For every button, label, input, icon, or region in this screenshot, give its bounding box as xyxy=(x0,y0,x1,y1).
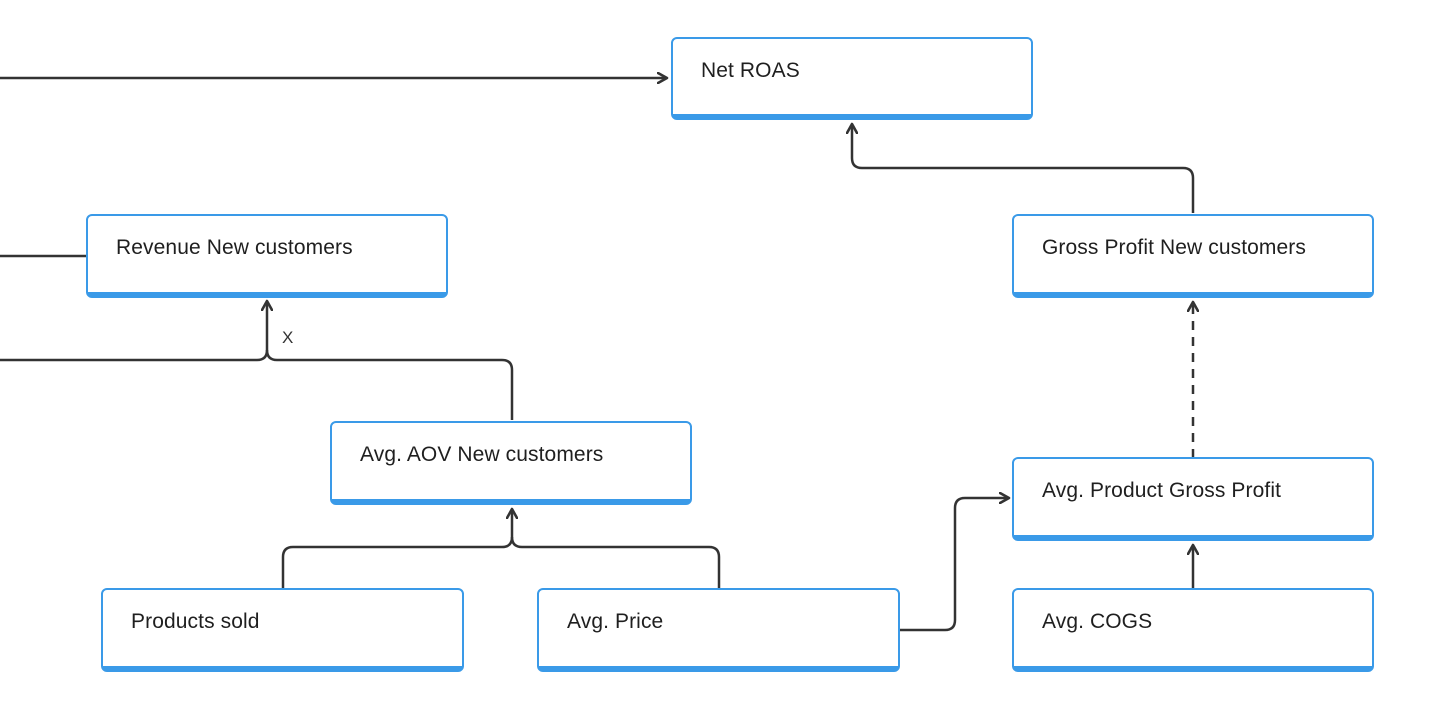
connector-aov-to-revenue xyxy=(265,349,514,420)
node-avg-product-gross-profit[interactable]: Avg. Product Gross Profit xyxy=(1012,457,1374,541)
node-net-roas[interactable]: Net ROAS xyxy=(671,37,1033,120)
connector-gross-profit-to-net-roas xyxy=(852,125,1195,213)
node-label: Net ROAS xyxy=(701,59,800,82)
node-label: Revenue New customers xyxy=(116,236,353,259)
node-avg-price[interactable]: Avg. Price xyxy=(537,588,900,672)
node-label: Avg. COGS xyxy=(1042,610,1153,633)
connector-products-sold-to-aov xyxy=(281,510,512,588)
node-label: Products sold xyxy=(131,610,260,633)
node-gross-profit-new-customers[interactable]: Gross Profit New customers xyxy=(1012,214,1374,298)
connector-left-multiply-to-revenue xyxy=(0,302,267,362)
node-label: Avg. Price xyxy=(567,610,664,633)
multiply-label: X xyxy=(282,328,294,347)
node-products-sold[interactable]: Products sold xyxy=(101,588,464,672)
connector-avg-price-to-aov xyxy=(510,536,721,588)
node-avg-aov-new-customers[interactable]: Avg. AOV New customers xyxy=(330,421,692,505)
node-label: Avg. AOV New customers xyxy=(360,443,604,466)
node-label: Gross Profit New customers xyxy=(1042,236,1306,259)
node-label: Avg. Product Gross Profit xyxy=(1042,479,1282,502)
connector-avg-price-to-product-gp xyxy=(900,498,1008,632)
node-avg-cogs[interactable]: Avg. COGS xyxy=(1012,588,1374,672)
node-revenue-new-customers[interactable]: Revenue New customers xyxy=(86,214,448,298)
